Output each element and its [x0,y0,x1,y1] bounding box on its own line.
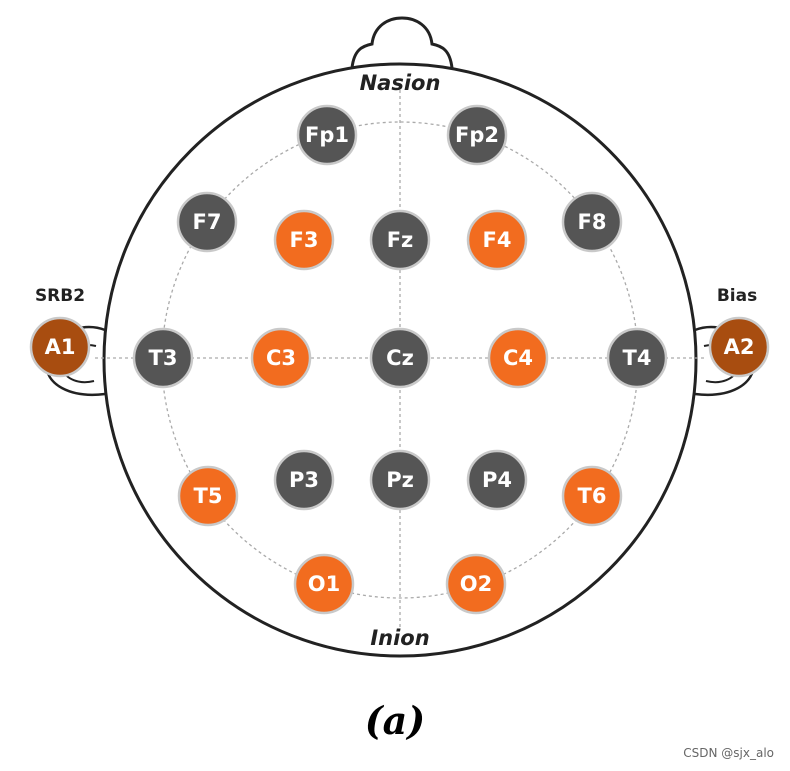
electrode-label: P3 [289,468,319,492]
electrode-dot [606,327,668,389]
electrode-label: Fz [387,228,414,252]
inion-label: Inion [370,626,429,650]
right-reference-label: Bias [717,286,757,306]
electrode-dot [250,327,312,389]
figure-caption: (a) [364,698,426,743]
electrode-f4: F4 [466,209,528,271]
electrode-dot [273,449,335,511]
electrode-dot [177,465,239,527]
electrode-p3: P3 [273,449,335,511]
electrode-t4: T4 [606,327,668,389]
electrode-fz: Fz [369,209,431,271]
electrode-label: Fp2 [455,123,499,147]
electrode-label: F3 [290,228,319,252]
electrode-dot [369,209,431,271]
electrode-label: A2 [724,335,755,359]
electrode-label: Pz [386,468,414,492]
electrode-label: F8 [578,210,607,234]
electrode-dot [561,465,623,527]
electrode-label: T4 [623,346,652,370]
electrode-dot [293,553,355,615]
electrode-p4: P4 [466,449,528,511]
left-reference-label: SRB2 [35,286,85,306]
electrode-label: F4 [483,228,512,252]
electrode-f8: F8 [561,191,623,253]
nose-outline [350,16,454,69]
electrode-a1: A1 [29,316,91,378]
electrode-label: C3 [266,346,296,370]
electrode-t6: T6 [561,465,623,527]
electrode-label: O2 [460,572,492,596]
electrode-dot [369,327,431,389]
electrode-dot [296,104,358,166]
electrode-o2: O2 [445,553,507,615]
electrode-dot [369,449,431,511]
electrode-label: O1 [308,572,340,596]
electrode-label: Fp1 [305,123,349,147]
electrode-dot [487,327,549,389]
electrode-a2: A2 [708,316,770,378]
electrode-label: T3 [149,346,178,370]
electrode-dot [176,191,238,253]
electrode-t3: T3 [132,327,194,389]
electrode-dot [273,209,335,271]
electrode-dot [708,316,770,378]
electrode-fp2: Fp2 [446,104,508,166]
watermark-text: CSDN @sjx_alo [683,746,774,760]
electrode-label: A1 [45,335,76,359]
electrode-pz: Pz [369,449,431,511]
electrode-o1: O1 [293,553,355,615]
electrode-label: T6 [578,484,607,508]
electrode-f7: F7 [176,191,238,253]
electrode-label: C4 [503,346,533,370]
nasion-label: Nasion [360,71,441,95]
electrode-label: T5 [194,484,223,508]
electrode-dot [466,209,528,271]
electrode-fp1: Fp1 [296,104,358,166]
electrode-dot [29,316,91,378]
electrode-t5: T5 [177,465,239,527]
electrode-dot [446,104,508,166]
electrode-dot [561,191,623,253]
electrode-f3: F3 [273,209,335,271]
electrode-label: P4 [482,468,512,492]
electrode-c3: C3 [250,327,312,389]
electrode-c4: C4 [487,327,549,389]
electrode-dot [132,327,194,389]
electrode-dot [466,449,528,511]
electrode-dot [445,553,507,615]
electrode-cz: Cz [369,327,431,389]
electrode-label: Cz [386,346,414,370]
electrode-label: F7 [193,210,222,234]
